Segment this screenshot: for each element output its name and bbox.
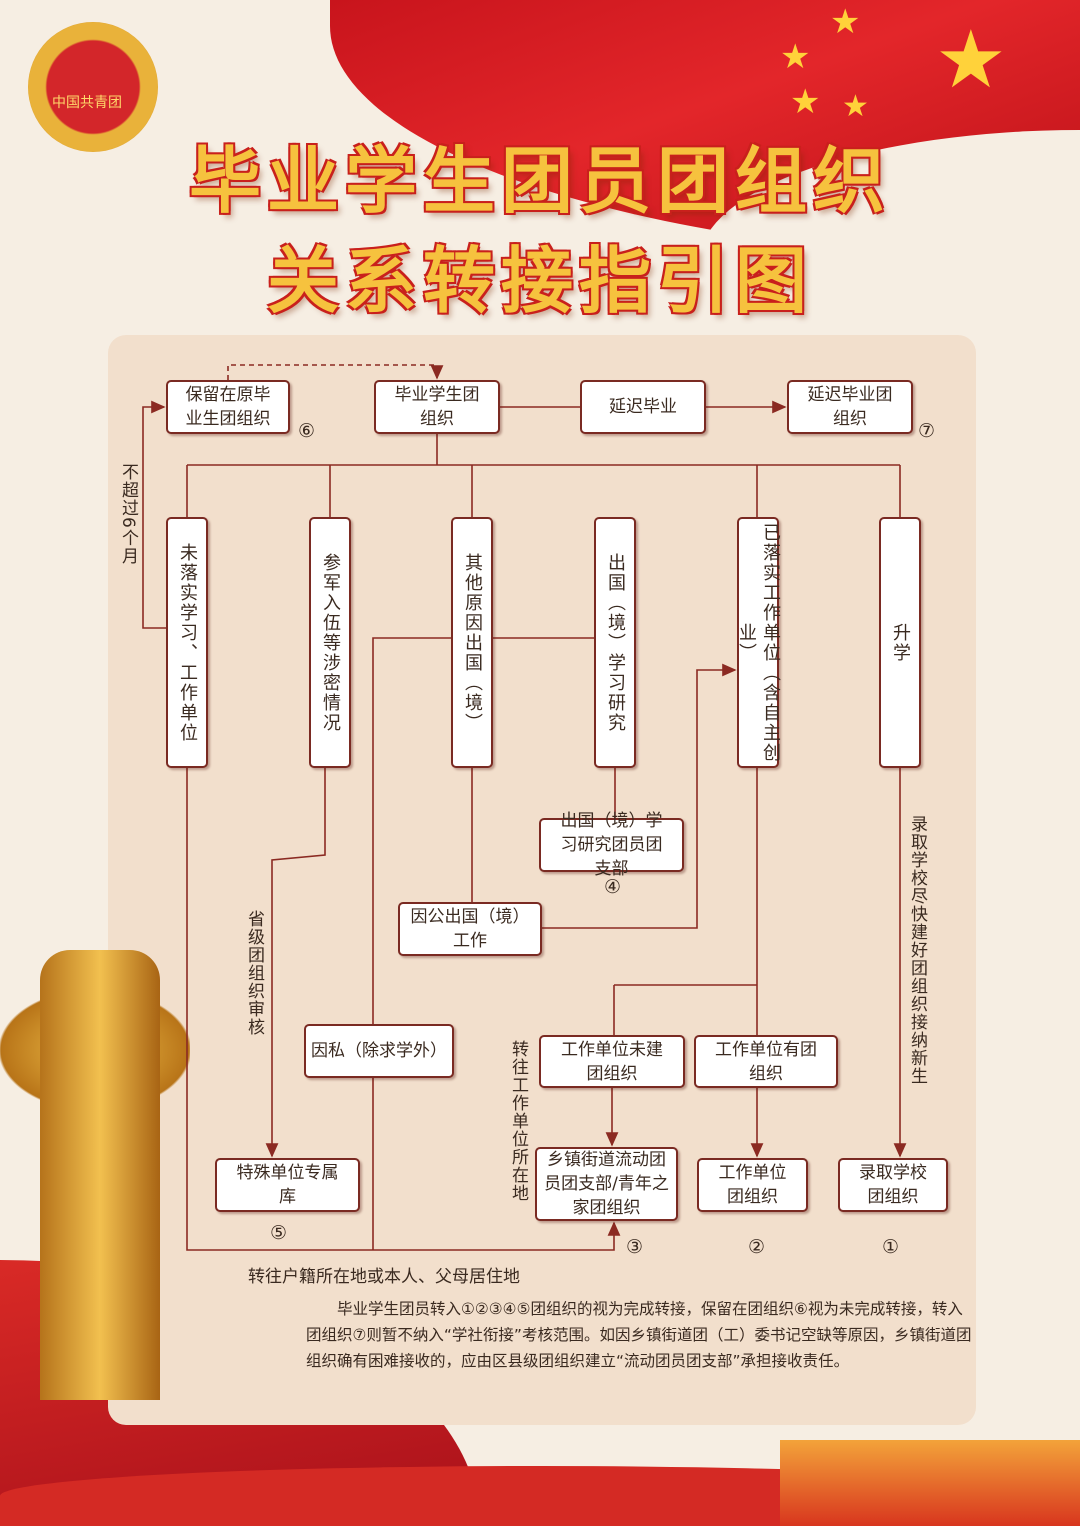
label-to-home: 转往户籍所在地或本人、父母居住地 [248,1267,520,1287]
star-icon: ★ [790,82,821,122]
connector [186,768,621,1251]
node-delay-org: 延迟毕业团组织 [787,380,913,434]
node-public-abroad: 因公出国（境）工作 [398,902,542,956]
circled-number-2: ② [748,1236,766,1258]
connector [142,400,166,629]
label-school-build: 录取学校尽快建好团组织接纳新生 [907,815,927,1085]
circled-number-3: ③ [626,1236,644,1258]
circled-number-7: ⑦ [918,420,936,442]
node-school-org: 录取学校团组织 [838,1158,948,1212]
title-line-2: 关系转接指引图 [266,239,813,323]
logo-text: 中国共青团 [52,95,122,111]
node-delay: 延迟毕业 [580,380,706,434]
connector [227,364,444,380]
node-graduate: 毕业学生团组织 [374,380,500,434]
footnote-text: 毕业学生团员转入①②③④⑤团组织的视为完成转接，保留在团组织⑥视为未完成转接，转… [306,1300,972,1370]
node-unit-org: 工作单位团组织 [697,1158,808,1212]
node-employed: 已落实工作单位（含自主创业） [736,517,781,768]
node-study-abroad: 出国（境）学习研究 [594,517,636,768]
bar-decoration [780,1440,1080,1526]
node-special-db: 特殊单位专属库 [215,1158,360,1212]
star-icon: ★ [935,13,1007,106]
node-unit-has-org: 工作单位有团组织 [694,1035,838,1088]
circled-number-5: ⑤ [270,1222,288,1244]
node-unit-no-org: 工作单位未建团组织 [539,1035,685,1088]
node-further-study: 升学 [879,517,921,768]
star-icon: ★ [780,37,811,77]
circled-number-6: ⑥ [298,420,316,442]
node-township: 乡镇街道流动团员团支部/青年之家团组织 [535,1147,678,1221]
node-unplaced: 未落实学习、工作单位 [166,517,208,768]
youth-league-logo [28,22,158,152]
huabiao-pillar-decoration [40,950,160,1400]
connector [265,768,326,1158]
node-other-abroad: 其他原因出国（境） [451,517,493,768]
star-icon: ★ [830,2,861,42]
node-study-abroad-branch: 出国（境）学习研究团员团支部 [539,811,684,879]
title-line-1: 毕业学生团员团组织 [188,139,891,223]
star-icon: ★ [842,89,869,124]
connector [542,663,737,929]
circled-number-1: ① [882,1236,900,1258]
node-retain: 保留在原毕业生团组织 [166,380,290,434]
node-private: 因私（除求学外） [304,1024,454,1078]
flowchart-panel [108,335,976,1425]
node-military: 参军入伍等涉密情况 [309,517,351,768]
label-to-work: 转往工作单位所在地 [508,1040,528,1202]
label-provincial: 省级团组织审核 [244,910,264,1036]
label-six-months: 不超过6个月 [118,463,138,565]
circled-number-4: ④ [604,876,622,898]
